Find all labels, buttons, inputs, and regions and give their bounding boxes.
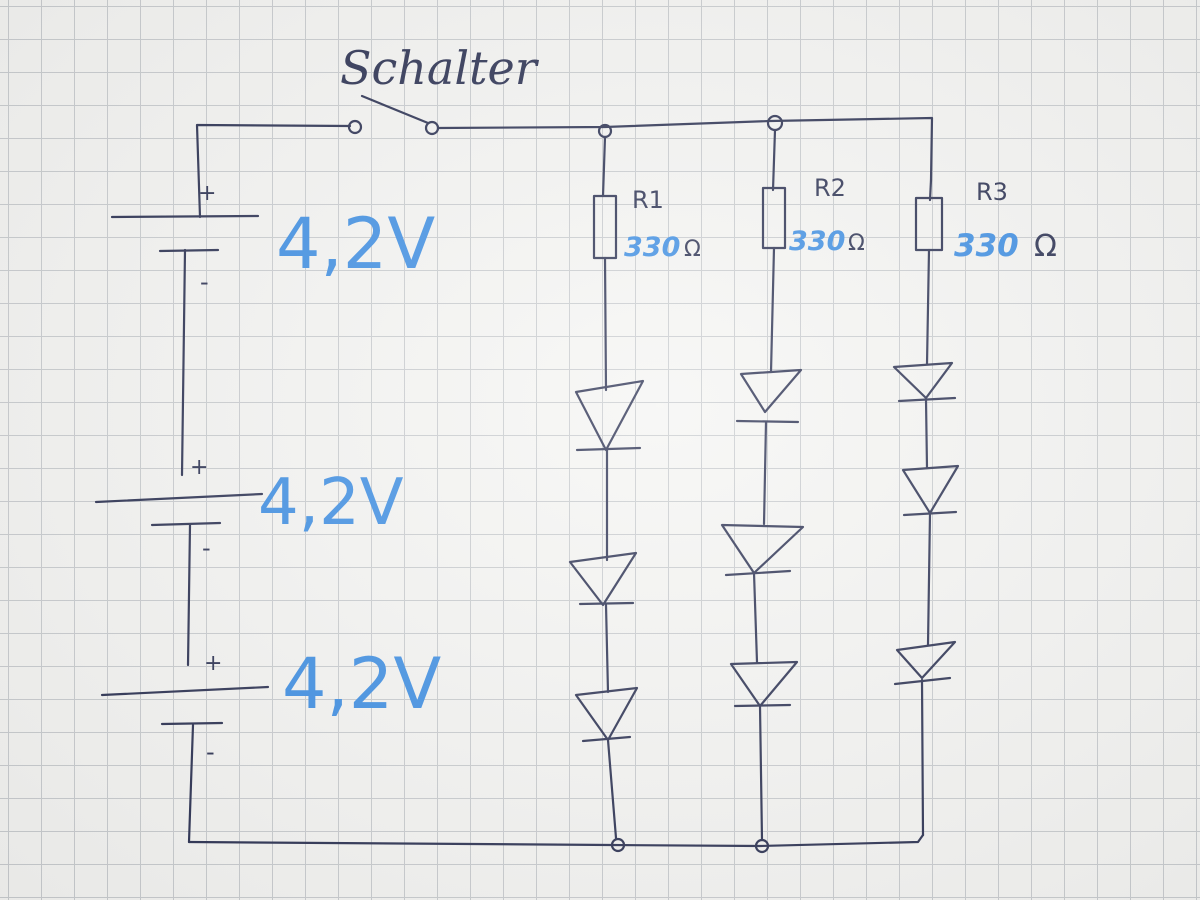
junction-top-2 [766,114,784,132]
battery-3-positive-plate [100,685,270,697]
switch-label: Schalter [340,41,540,95]
battery-1-positive-plate [110,214,260,219]
battery-3: + - 4,2V [100,643,441,766]
branch-2-resistor-unit: Ω [848,231,865,256]
branch-3: R3 330 Ω [892,178,1057,837]
battery-1: + - 4,2V [110,181,435,296]
branch-3-resistor-value: 330 [954,228,1019,264]
branch-2-wire-mid [769,246,776,374]
switch[interactable]: Schalter [340,41,540,136]
junctions [597,114,784,854]
branch-1: R1 330 Ω [568,135,701,840]
branch-2-wire-led12 [762,420,768,526]
branch-2-resistor [761,186,787,250]
branch-2-wire-top [771,128,777,192]
branch-1-led-1-bar [575,446,642,452]
battery-2: + - 4,2V [94,455,404,562]
switch-terminal-right [424,120,440,136]
battery-1-negative-plate [158,248,220,253]
battery-1-plus-sign: + [198,181,216,206]
branch-1-led-2 [568,551,638,607]
branch-1-resistor-name: R1 [632,186,664,214]
battery-3-negative-plate [160,721,224,726]
battery-2-voltage: 4,2V [258,466,404,540]
branch-3-resistor-unit: Ω [1034,229,1057,264]
branch-2-resistor-value: 330 [789,226,845,257]
branch-1-resistor [592,194,618,260]
branch-1-resistor-value: 330 [624,232,680,263]
branch-2-wire-led23 [752,571,759,664]
branch-3-wire-mid [925,248,931,366]
branch-2: R2 330 Ω [720,128,865,842]
junction-bottom-1 [610,837,626,853]
branch-2-led-3-bar [733,703,792,708]
battery-3-voltage: 4,2V [282,643,441,725]
branch-3-wire-top [928,178,933,202]
branch-3-wire-bottom [920,678,925,837]
battery-1-voltage: 4,2V [276,203,435,285]
branch-3-resistor [914,196,944,252]
battery-3-minus-sign: - [206,738,215,766]
battery-2-plus-sign: + [190,455,208,480]
branch-3-wire-led12 [924,398,929,470]
branch-3-resistor-name: R3 [976,178,1008,206]
wire-left-3 [187,723,195,844]
branch-3-led-2 [901,464,960,515]
branch-3-led-1-bar [897,396,957,403]
branch-1-led-3-bar [581,735,632,743]
battery-2-positive-plate [94,492,264,504]
wire-left-1 [180,248,187,477]
wire-top-bus [436,116,934,182]
wire-left-2 [186,523,192,667]
branch-2-led-1 [739,368,803,414]
battery-2-negative-plate [150,521,222,527]
wire-bottom-bus [187,833,925,848]
branch-3-led-3 [895,640,957,680]
wiring [180,116,934,848]
branch-2-led-1-bar [735,419,800,424]
branch-3-led-1 [892,361,954,400]
branch-3-wire-led23 [926,511,932,647]
branch-1-wire-mid [603,256,608,392]
branch-2-led-3 [729,660,799,708]
branch-1-led-2-bar [578,601,635,606]
branch-2-wire-bottom [758,704,764,842]
battery-2-minus-sign: - [202,534,211,562]
branch-1-wire-top [601,135,607,198]
battery-3-plus-sign: + [204,651,222,676]
switch-terminal-left [347,119,363,135]
branch-1-resistor-unit: Ω [684,237,701,262]
branch-1-led-3 [574,686,639,742]
wire-top-left [195,123,352,219]
branch-1-led-1 [574,379,645,452]
branch-1-wire-led23 [604,603,610,694]
branch-2-led-2 [720,523,805,575]
switch-lever [360,94,430,125]
branch-2-resistor-name: R2 [814,174,846,202]
branch-2-led-2-bar [724,569,792,577]
battery-1-minus-sign: - [200,268,209,296]
branch-1-wire-bottom [606,738,618,840]
